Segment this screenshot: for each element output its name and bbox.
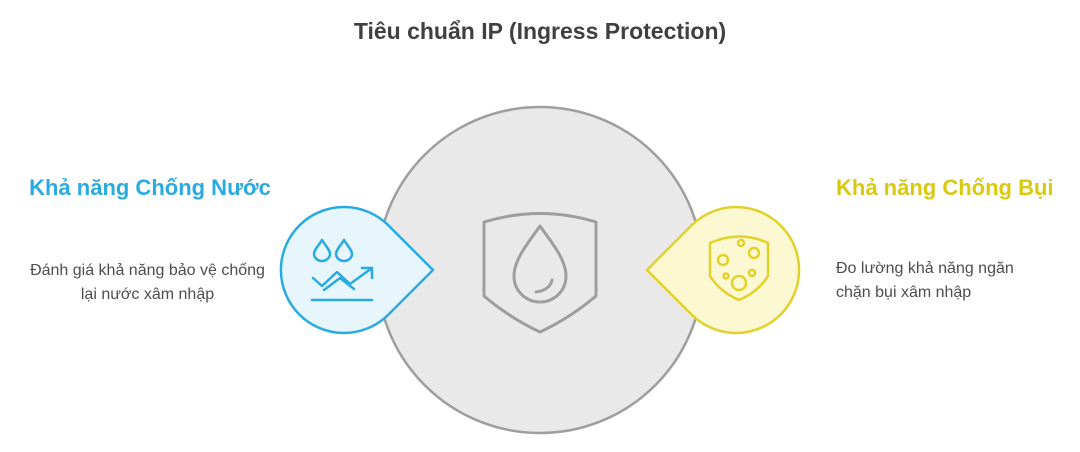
page-title: Tiêu chuẩn IP (Ingress Protection)	[353, 18, 727, 44]
water-resistance-description: Đánh giá khả năng bảo vệ chống lại nước …	[30, 262, 265, 303]
water-resistance-heading: Khả năng Chống Nước	[29, 175, 271, 200]
water-bubble	[279, 205, 435, 335]
dust-resistance-heading: Khả năng Chống Bụi	[836, 175, 1054, 200]
water-drops-trend-icon	[310, 238, 374, 302]
dust-particles-icon	[708, 235, 770, 302]
shield-water-drop-icon	[482, 212, 598, 334]
dust-bubble	[645, 205, 801, 335]
dust-resistance-description: Đo lường khả năng ngăn chặn bụi xâm nhập	[836, 260, 1014, 301]
